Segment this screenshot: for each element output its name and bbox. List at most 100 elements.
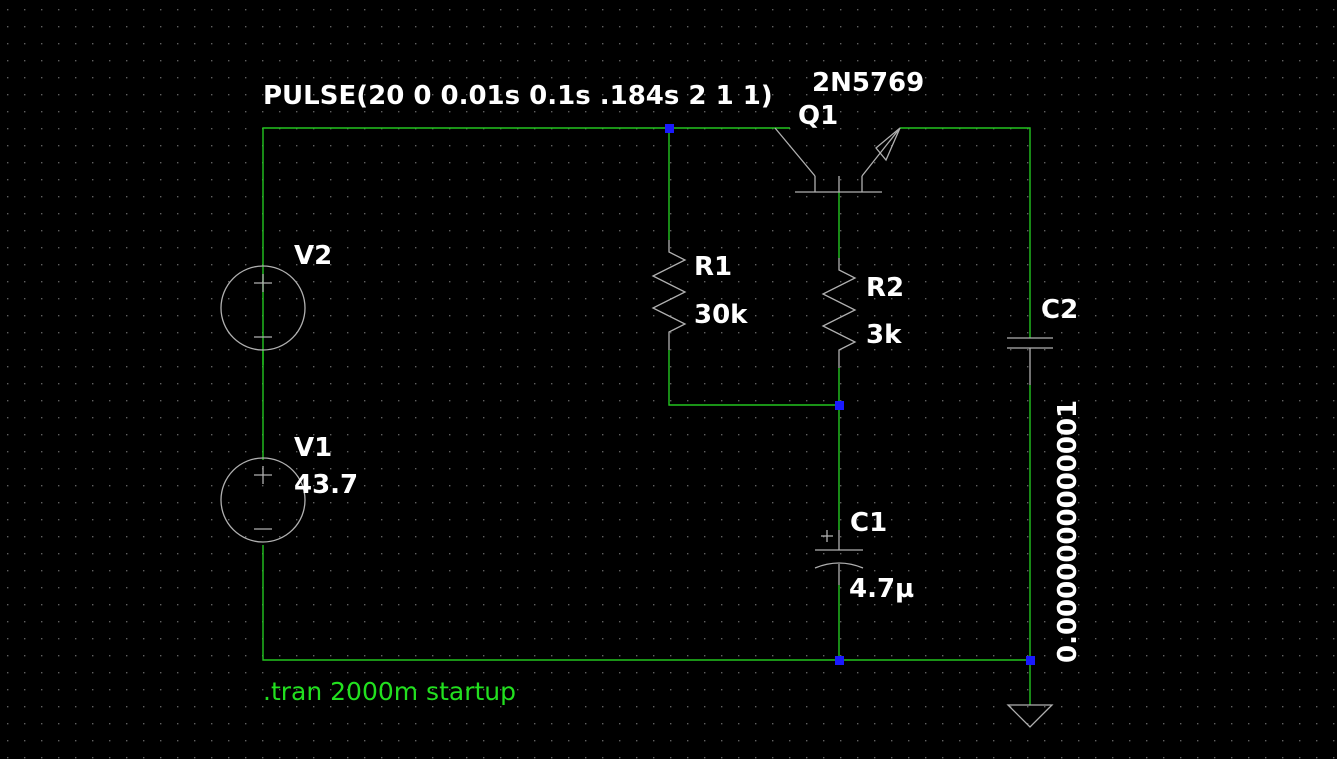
grid-dot [993, 604, 995, 606]
grid-dot [789, 26, 791, 28]
grid-dot [874, 315, 876, 317]
grid-dot [245, 706, 247, 708]
capacitor-icon[interactable] [1007, 337, 1053, 385]
grid-dot [1112, 298, 1114, 300]
grid-dot [1248, 315, 1250, 317]
pulse-label[interactable]: PULSE(20 0 0.01s 0.1s .184s 2 1 1) [263, 81, 773, 111]
grid-dot [942, 706, 944, 708]
resistor-icon[interactable] [651, 240, 687, 350]
ground-icon[interactable] [1006, 704, 1054, 728]
grid-dot [823, 740, 825, 742]
grid-dot [857, 247, 859, 249]
junction-bottom-right[interactable] [1026, 656, 1035, 665]
grid-dot [789, 162, 791, 164]
grid-dot [551, 145, 553, 147]
grid-dot [738, 298, 740, 300]
v1-value-label[interactable]: 43.7 [294, 470, 358, 500]
grid-dot [959, 757, 961, 759]
grid-dot [126, 94, 128, 96]
grid-dot [840, 264, 842, 266]
grid-dot [1061, 434, 1063, 436]
grid-dot [58, 706, 60, 708]
r1-name-label[interactable]: R1 [694, 252, 732, 282]
grid-dot [1231, 400, 1233, 402]
voltage-source-icon[interactable] [220, 265, 306, 351]
v2-name-label[interactable]: V2 [294, 241, 332, 271]
grid-dot [1061, 196, 1063, 198]
grid-dot [840, 740, 842, 742]
grid-dot [432, 264, 434, 266]
grid-dot [1163, 689, 1165, 691]
grid-dot [381, 162, 383, 164]
grid-dot [857, 43, 859, 45]
v1-name-label[interactable]: V1 [294, 433, 332, 463]
grid-dot [942, 400, 944, 402]
grid-dot [551, 434, 553, 436]
wire-bottom[interactable] [262, 545, 1030, 661]
grid-dot [1078, 553, 1080, 555]
grid-dot [1163, 230, 1165, 232]
q1-name-label[interactable]: Q1 [798, 101, 838, 131]
grid-dot [1265, 587, 1267, 589]
r2-name-label[interactable]: R2 [866, 273, 904, 303]
c2-value-label[interactable]: 0.0000000000001 [1053, 400, 1083, 663]
grid-dot [228, 77, 230, 79]
grid-dot [721, 434, 723, 436]
grid-dot [908, 43, 910, 45]
grid-dot [840, 621, 842, 623]
grid-dot [517, 706, 519, 708]
grid-dot [1197, 349, 1199, 351]
grid-dot [1316, 468, 1318, 470]
grid-dot [449, 655, 451, 657]
grid-dot [959, 60, 961, 62]
grid-dot [891, 621, 893, 623]
wire-r1-bottom[interactable] [668, 350, 839, 406]
grid-dot [160, 417, 162, 419]
c2-name-label[interactable]: C2 [1041, 295, 1078, 325]
grid-dot [1129, 179, 1131, 181]
npn-transistor-icon[interactable] [774, 127, 901, 193]
grid-dot [1282, 689, 1284, 691]
grid-dot [1095, 536, 1097, 538]
voltage-source-icon[interactable] [220, 457, 306, 543]
grid-dot [126, 740, 128, 742]
grid-dot [483, 264, 485, 266]
grid-dot [296, 434, 298, 436]
junction-mid[interactable] [835, 401, 844, 410]
grid-dot [959, 264, 961, 266]
grid-dot [1197, 128, 1199, 130]
grid-dot [806, 383, 808, 385]
r1-value-label[interactable]: 30k [694, 300, 748, 330]
wire-top-right[interactable] [900, 127, 1031, 338]
grid-dot [517, 162, 519, 164]
grid-dot [619, 111, 621, 113]
grid-dot [789, 400, 791, 402]
grid-dot [500, 145, 502, 147]
grid-dot [1129, 519, 1131, 521]
grid-dot [1044, 706, 1046, 708]
grid-dot [585, 383, 587, 385]
junction-top[interactable] [665, 124, 674, 133]
grid-dot [942, 264, 944, 266]
junction-bottom-mid[interactable] [835, 656, 844, 665]
c1-value-label[interactable]: 4.7µ [849, 574, 914, 604]
grid-dot [1180, 740, 1182, 742]
grid-dot [279, 468, 281, 470]
grid-dot [602, 77, 604, 79]
resistor-icon[interactable] [821, 258, 857, 368]
grid-dot [279, 9, 281, 11]
spice-directive[interactable]: .tran 2000m startup [263, 677, 516, 706]
grid-dot [891, 757, 893, 759]
grid-dot [160, 43, 162, 45]
grid-dot [1010, 111, 1012, 113]
grid-dot [1044, 417, 1046, 419]
grid-dot [41, 740, 43, 742]
capacitor-icon[interactable] [814, 530, 864, 585]
q1-model-label[interactable]: 2N5769 [812, 68, 924, 98]
grid-dot [1265, 570, 1267, 572]
r2-value-label[interactable]: 3k [866, 320, 902, 350]
grid-dot [415, 434, 417, 436]
c1-name-label[interactable]: C1 [850, 508, 887, 538]
